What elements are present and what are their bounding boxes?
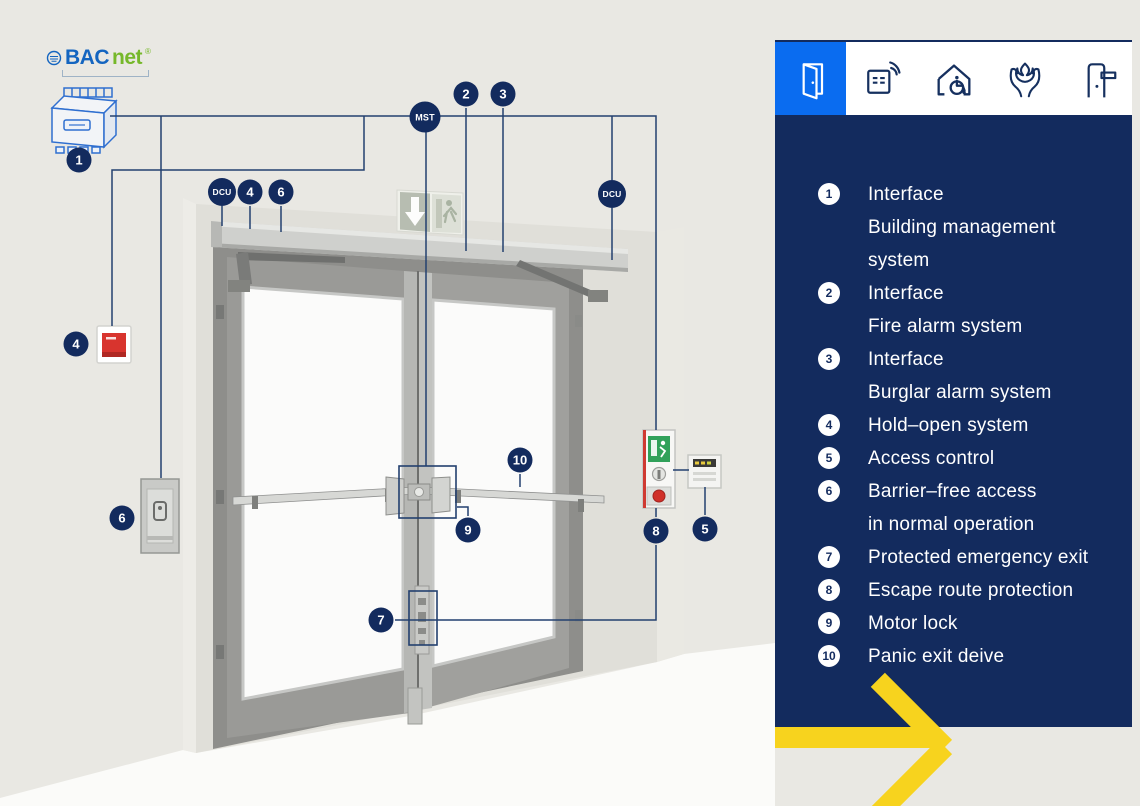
legend-number: 7 (818, 546, 840, 568)
badge-1: 1 (66, 147, 92, 173)
legend-label: Hold–open system (868, 415, 1029, 436)
badge-2: 2 (453, 81, 479, 107)
tab-automatic-doors[interactable] (775, 42, 847, 115)
legend-label: Interface Burglar alarm system (868, 349, 1052, 403)
legend-item-5: 5 Access control (818, 442, 1122, 475)
legend-item-2: 2 Interface Fire alarm system (818, 277, 1122, 343)
hands-flame-icon (1009, 62, 1041, 97)
escape-route-control-unit (642, 429, 676, 509)
door-fitting-icon (1087, 62, 1117, 97)
legend-label: Escape route protection (868, 580, 1074, 601)
badge-dcu-right: DCU (598, 180, 626, 208)
legend-label: Motor lock (868, 613, 958, 634)
legend-panel: 1 Interface Building management system 2… (775, 115, 1132, 727)
legend-label: Interface Building management system (868, 184, 1056, 271)
legend-item-7: 7 Protected emergency exit (818, 541, 1122, 574)
badge-mst: MST (409, 101, 441, 133)
callout-boxes (398, 465, 457, 646)
tab-fire-protection[interactable] (989, 42, 1060, 115)
legend-number: 1 (818, 183, 840, 205)
exit-sign (396, 189, 464, 236)
closer-arm-left (238, 252, 345, 263)
wall-switch (140, 478, 180, 554)
legend-item-1: 1 Interface Building management system (818, 178, 1122, 277)
control-panel-signal-icon (867, 60, 901, 94)
ashrae-emblem-icon (46, 50, 62, 66)
legend-item-6: 6 Barrier–free access in normal operatio… (818, 475, 1122, 541)
category-tabstrip (775, 40, 1132, 115)
tab-door-technology[interactable] (1061, 42, 1132, 115)
lock-faceplate (407, 585, 430, 725)
legend-label: Panic exit deive (868, 646, 1005, 667)
legend-number: 4 (818, 414, 840, 436)
hold-open-release-button (96, 325, 132, 364)
bacnet-trademark: ® (145, 47, 151, 56)
legend-item-3: 3 Interface Burglar alarm system (818, 343, 1122, 409)
open-door-icon (802, 62, 823, 99)
tab-accessibility[interactable] (918, 42, 989, 115)
badge-6-top: 6 (268, 179, 294, 205)
badge-10: 10 (507, 447, 533, 473)
legend-list: 1 Interface Building management system 2… (775, 115, 1132, 673)
legend-label: Protected emergency exit (868, 547, 1089, 568)
legend-number: 3 (818, 348, 840, 370)
accessible-house-icon (937, 63, 970, 95)
connector-lines (110, 108, 706, 621)
legend-number: 9 (818, 612, 840, 634)
badge-3: 3 (490, 81, 516, 107)
badge-7: 7 (368, 607, 394, 633)
legend-number: 8 (818, 579, 840, 601)
legend-item-8: 8 Escape route protection (818, 574, 1122, 607)
legend-item-4: 4 Hold–open system (818, 409, 1122, 442)
closer-arm-right (516, 260, 600, 300)
flush-bolt (407, 687, 423, 725)
legend-label: Barrier–free access in normal operation (868, 481, 1037, 535)
badge-5: 5 (692, 516, 718, 542)
brand-arrow-shaft (775, 727, 935, 748)
legend-number: 2 (818, 282, 840, 304)
door-operator-rail (211, 221, 628, 302)
legend-number: 10 (818, 645, 840, 667)
badge-4-left: 4 (63, 331, 89, 357)
badge-9: 9 (455, 517, 481, 543)
legend-label: Access control (868, 448, 995, 469)
badge-8: 8 (643, 518, 669, 544)
bacnet-logo-bac: BAC (65, 46, 110, 69)
badge-dcu-left: DCU (208, 178, 236, 206)
legend-number: 5 (818, 447, 840, 469)
bacnet-logo-underline (62, 70, 149, 77)
bacnet-interface-module (50, 87, 118, 154)
legend-number: 6 (818, 480, 840, 502)
legend-label: Interface Fire alarm system (868, 283, 1023, 337)
badge-4-top: 4 (237, 179, 263, 205)
access-control-reader (687, 454, 722, 489)
bacnet-logo-net: net (112, 46, 143, 69)
legend-item-9: 9 Motor lock (818, 607, 1122, 640)
tab-building-automation[interactable] (846, 42, 917, 115)
badge-6-left: 6 (109, 505, 135, 531)
legend-item-10: 10 Panic exit deive (818, 640, 1122, 673)
